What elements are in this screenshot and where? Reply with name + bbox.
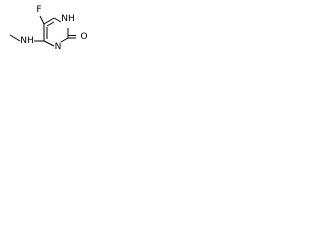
ring-nitrogen-top-label: NH — [61, 14, 75, 24]
amine-nitrogen-label: NH — [20, 36, 34, 46]
bond-c5-c6-inner — [46, 21, 55, 27]
carbonyl-oxygen-label: O — [80, 32, 87, 42]
bond-c2-n3 — [60, 37, 69, 43]
ring-nitrogen-bottom-label: N — [55, 42, 62, 52]
fluorine-label: F — [36, 5, 41, 15]
bond-c5-f — [39, 15, 45, 25]
bond-n3-c4 — [43, 40, 55, 47]
bond-nh-ch3 — [9, 34, 21, 42]
bond-c5-c6 — [43, 17, 55, 25]
molecule-structure-diagram: F NH N O NH — [9, 5, 88, 52]
bond-c6-n1 — [53, 17, 62, 23]
